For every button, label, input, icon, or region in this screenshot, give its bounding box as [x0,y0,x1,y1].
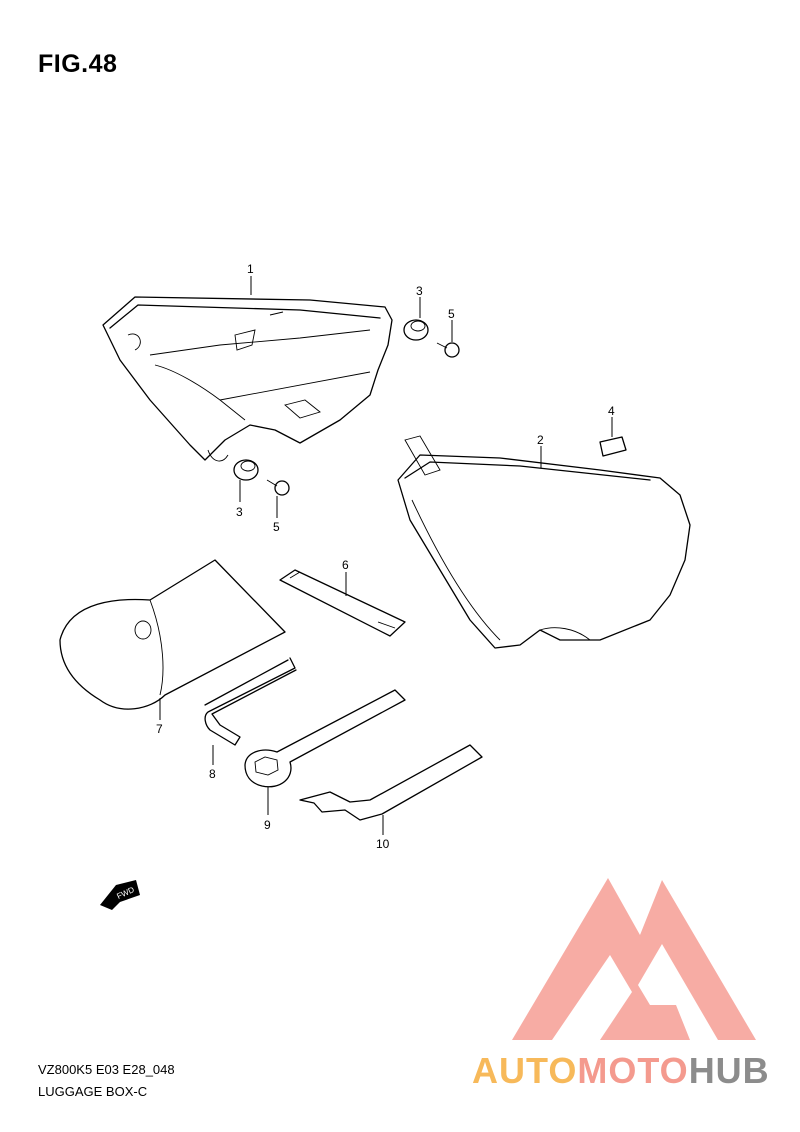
tool-bag [59,559,286,710]
callout-5-upper: 5 [448,307,455,321]
callout-2: 2 [537,433,544,447]
callout-10: 10 [376,837,390,851]
callout-3-lower: 3 [236,505,243,519]
watermark-text: AUTOMOTOHUB [472,1050,770,1092]
strap [279,569,406,637]
grommet-upper [403,319,429,341]
cushion [599,436,627,457]
side-cover [397,435,691,649]
watermark-part3: HUB [688,1050,770,1091]
callout-4: 4 [608,404,615,418]
callout-6: 6 [342,558,349,572]
fwd-arrow-icon: FWD [100,880,140,910]
watermark-logo [512,878,756,1040]
hex-wrench [204,657,297,746]
luggage-box [102,296,393,462]
spanner [244,689,406,788]
screw-lower [266,479,290,496]
watermark-part2: MOTO [577,1050,689,1091]
section-name: LUGGAGE BOX-C [38,1084,148,1099]
callout-7: 7 [156,722,163,736]
watermark-part1: AUTO [472,1050,578,1091]
screw-upper [436,342,460,358]
hook-wrench [299,744,483,821]
callout-5-lower: 5 [273,520,280,534]
callout-8: 8 [209,767,216,781]
leader-lines [159,276,613,835]
callout-3-upper: 3 [416,284,423,298]
figure-title: FIG.48 [38,50,118,78]
callout-1: 1 [247,262,254,276]
callout-9: 9 [264,818,271,832]
grommet-lower [233,459,259,481]
model-code: VZ800K5 E03 E28_048 [38,1062,175,1077]
